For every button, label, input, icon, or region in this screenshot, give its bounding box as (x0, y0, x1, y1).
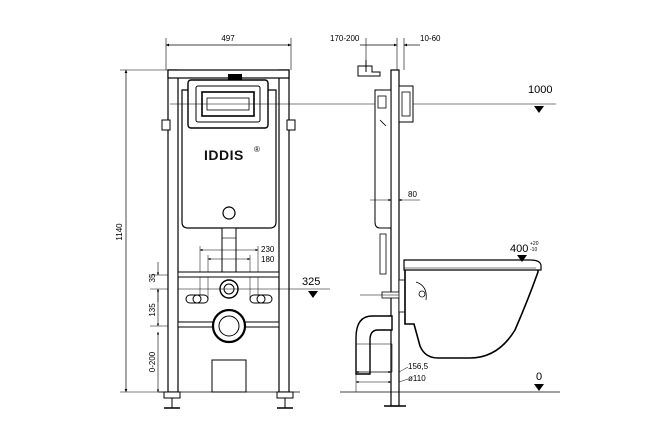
side-bracket-detail (379, 119, 387, 127)
right-wall-bracket (286, 119, 296, 131)
height-35-label: 35 (148, 273, 157, 282)
brand-logo: IDDIS (204, 147, 244, 163)
right-bolt-head (256, 294, 266, 304)
depth-80-label: 80 (408, 190, 417, 199)
level-400-tolerance-plus: +20 (530, 241, 539, 247)
spacing-180-label: 180 (261, 255, 275, 264)
cistern-outlet-circle (222, 206, 236, 220)
left-frame-post (167, 69, 179, 393)
right-foot (276, 391, 294, 399)
level-325-marker: 325 (302, 276, 320, 298)
front-view: 497 1140 IDDIS ® 230 180 (115, 34, 330, 409)
side-valve (377, 95, 387, 109)
level-400-label: 400 (510, 243, 528, 255)
level-0-arrow-icon (534, 384, 544, 391)
leader-line (398, 366, 409, 373)
side-cistern (374, 89, 392, 229)
leader-line (398, 378, 409, 383)
offset-range-label: 10-60 (420, 34, 441, 43)
drain-elbow (211, 359, 247, 393)
depth-range-label: 170-200 (330, 34, 360, 43)
toilet-seat (403, 259, 542, 271)
side-drain-pipe (355, 315, 393, 375)
total-height-label: 1140 (115, 223, 124, 241)
level-325-label: 325 (302, 276, 320, 288)
side-bowl-bracket (398, 279, 406, 313)
top-mounting-bracket (357, 65, 381, 77)
level-1000-arrow-icon (534, 106, 544, 113)
level-400-marker: 400 +20 -10 (510, 241, 539, 262)
left-bolt-head (192, 294, 202, 304)
brand-registered-mark: ® (254, 145, 260, 154)
drain-connection-inner (218, 315, 240, 337)
bowl-outlet-detail (418, 290, 426, 298)
spacing-230-label: 230 (261, 245, 275, 254)
diameter-110-label: ø110 (408, 374, 426, 383)
flush-pipe (221, 227, 237, 275)
lower-crossbar-top (177, 271, 280, 278)
side-view: 170-200 10-60 80 156,5 ø11 (330, 34, 560, 407)
level-0-label: 0 (536, 371, 542, 383)
level-0-marker: 0 (534, 371, 544, 391)
side-flush-plate-inner (401, 91, 411, 117)
side-flush-pipe (379, 233, 387, 275)
height-135-label: 135 (148, 303, 157, 317)
right-frame-post (278, 69, 290, 393)
level-1000-label: 1000 (528, 84, 552, 96)
level-400-arrow-icon (517, 255, 527, 262)
frame-width-label: 497 (221, 34, 235, 43)
left-wall-bracket (161, 119, 171, 131)
bowl-inner-curve (415, 281, 427, 301)
left-foot (163, 391, 181, 399)
level-1000-marker: 1000 (528, 84, 552, 113)
depth-156-label: 156,5 (408, 362, 429, 371)
top-clip (228, 74, 242, 80)
level-325-arrow-icon (308, 291, 318, 298)
height-0-200-label: 0-200 (148, 351, 157, 372)
level-400-tolerance-minus: -10 (530, 247, 537, 253)
toilet-bowl (404, 261, 539, 359)
